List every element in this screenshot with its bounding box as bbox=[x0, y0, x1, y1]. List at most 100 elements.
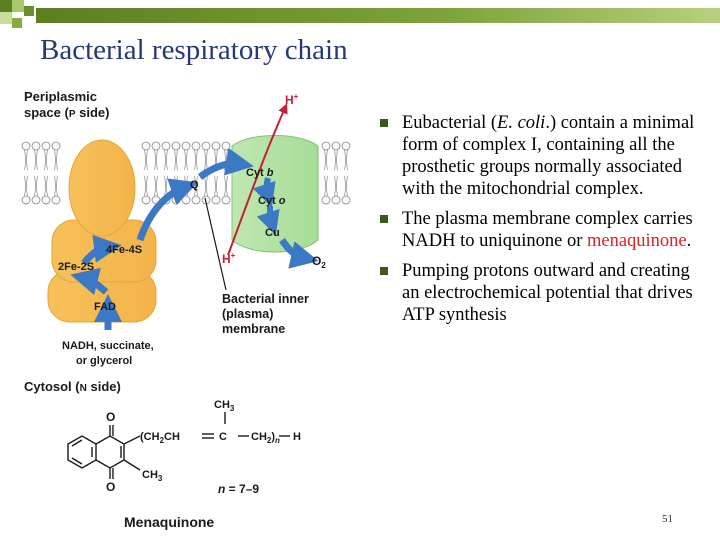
header-bar bbox=[36, 8, 720, 23]
h-plus-periplasm: H+ bbox=[285, 92, 299, 107]
lipid-head bbox=[151, 141, 161, 151]
lipid-tail bbox=[204, 149, 208, 171]
cyt-o-label: Cyt o bbox=[258, 195, 286, 207]
carbonyl-oxygen-bottom: O bbox=[106, 480, 115, 494]
lipid-tail bbox=[344, 175, 348, 197]
lipid-tail bbox=[154, 149, 158, 171]
oxygen-label: O2 bbox=[312, 254, 326, 270]
electron-arrow-fad bbox=[70, 267, 109, 295]
lipid-head bbox=[331, 141, 341, 151]
lipid-head bbox=[341, 195, 351, 205]
electron-arrow-q bbox=[197, 147, 254, 180]
substrate-label-line1: NADH, succinate, bbox=[62, 340, 154, 352]
square-bullet-icon bbox=[380, 267, 388, 275]
electron-arrow-cu bbox=[279, 238, 319, 269]
corner-square-dark bbox=[0, 0, 12, 12]
membrane-pointer-line bbox=[204, 197, 227, 291]
lipid-tail bbox=[34, 149, 38, 171]
menaquinone-highlight: menaquinone bbox=[586, 231, 687, 251]
lipid-head bbox=[321, 141, 331, 151]
cyt-b-label: Cyt b bbox=[246, 167, 274, 179]
quinone-label: Q bbox=[190, 179, 199, 191]
lipid-tail bbox=[154, 175, 158, 197]
lipid-head bbox=[21, 195, 31, 205]
lipid-tail bbox=[324, 175, 328, 197]
lipid-tail bbox=[214, 175, 218, 197]
lipid-head bbox=[221, 195, 231, 205]
square-bullet-icon bbox=[380, 119, 388, 127]
lipid-head bbox=[321, 195, 331, 205]
fad-label: FAD bbox=[94, 301, 116, 313]
periplasmic-label-line2: space (P side) bbox=[24, 105, 109, 120]
electron-arrow-fe4s bbox=[136, 178, 199, 242]
lipid-tail bbox=[174, 149, 178, 171]
lipid-head bbox=[191, 195, 201, 205]
isoprene-chain-label: (CH2CH bbox=[140, 431, 180, 445]
chain-methyl-label: CH3 bbox=[214, 399, 235, 413]
cytosol-label: Cytosol (N side) bbox=[24, 379, 121, 394]
corner-square-light bbox=[12, 0, 24, 12]
lipid-head bbox=[211, 195, 221, 205]
lipid-head bbox=[211, 141, 221, 151]
lipid-head bbox=[191, 141, 201, 151]
lipid-head bbox=[141, 141, 151, 151]
lipid-tail bbox=[184, 149, 188, 171]
lipid-head bbox=[31, 141, 41, 151]
bullet-item: Eubacterial (E. coli.) contain a minimal… bbox=[380, 112, 700, 200]
ring-methyl-label: CH3 bbox=[142, 469, 163, 483]
lipid-tail bbox=[204, 175, 208, 197]
chain-carbon-label: C bbox=[219, 431, 227, 443]
lipid-tail bbox=[194, 149, 198, 171]
chain-end-label: CH2)n bbox=[251, 431, 280, 445]
carbonyl-oxygen-top: O bbox=[106, 410, 115, 424]
h-plus-cytosol: H+ bbox=[222, 251, 236, 266]
chain-hydrogen-label: H bbox=[293, 431, 301, 443]
square-bullet-icon bbox=[380, 215, 388, 223]
membrane-label-line3: membrane bbox=[222, 322, 285, 336]
lipid-tail bbox=[344, 149, 348, 171]
lipid-head bbox=[21, 141, 31, 151]
menaquinone-label: Menaquinone bbox=[124, 514, 214, 530]
lipid-tail bbox=[164, 149, 168, 171]
lipid-tail bbox=[44, 149, 48, 171]
lipid-head bbox=[171, 195, 181, 205]
bullet-item: Pumping protons outward and creating an … bbox=[380, 260, 700, 326]
lipid-tail bbox=[224, 175, 228, 197]
lipid-tail bbox=[334, 149, 338, 171]
lipid-tail bbox=[44, 175, 48, 197]
lipid-head bbox=[41, 141, 51, 151]
menaquinone-structure bbox=[67, 412, 290, 479]
fe2s-cluster-label: 2Fe-2S bbox=[58, 261, 94, 273]
corner-square-dark bbox=[24, 6, 34, 16]
lipid-head bbox=[51, 195, 61, 205]
slide-title: Bacterial respiratory chain bbox=[40, 34, 348, 66]
substrate-label-line2: or glycerol bbox=[76, 355, 132, 367]
lipid-tail bbox=[54, 175, 58, 197]
lipid-tail bbox=[184, 175, 188, 197]
bullet-list: Eubacterial (E. coli.) contain a minimal… bbox=[380, 112, 700, 334]
page-number: 51 bbox=[662, 513, 673, 525]
electron-arrow-cyto bbox=[256, 205, 280, 236]
repeat-count-label: n = 7–9 bbox=[218, 482, 259, 496]
lipid-head bbox=[41, 195, 51, 205]
membrane-label-line1: Bacterial inner bbox=[222, 292, 309, 306]
periplasmic-label-line1: Periplasmic bbox=[24, 89, 97, 104]
electron-arrow-fe2s bbox=[81, 234, 122, 266]
lipid-tail bbox=[144, 149, 148, 171]
lipid-head bbox=[161, 141, 171, 151]
lipid-head bbox=[341, 141, 351, 151]
corner-square-mid bbox=[12, 18, 22, 28]
fe4s-cluster-label: 4Fe-4S bbox=[106, 244, 142, 256]
lipid-tail bbox=[24, 149, 28, 171]
lipid-head bbox=[201, 141, 211, 151]
lipid-head bbox=[51, 141, 61, 151]
lipid-head bbox=[141, 195, 151, 205]
copper-label: Cu bbox=[265, 227, 280, 239]
electron-arrow-cytb bbox=[252, 177, 276, 208]
lipid-head bbox=[181, 195, 191, 205]
lipid-head bbox=[31, 195, 41, 205]
lipid-head bbox=[181, 141, 191, 151]
lipid-tail bbox=[54, 149, 58, 171]
lipid-head bbox=[171, 141, 181, 151]
respiratory-chain-figure: Periplasmic space (P side) H+ H+ 4Fe-4S … bbox=[21, 89, 351, 530]
